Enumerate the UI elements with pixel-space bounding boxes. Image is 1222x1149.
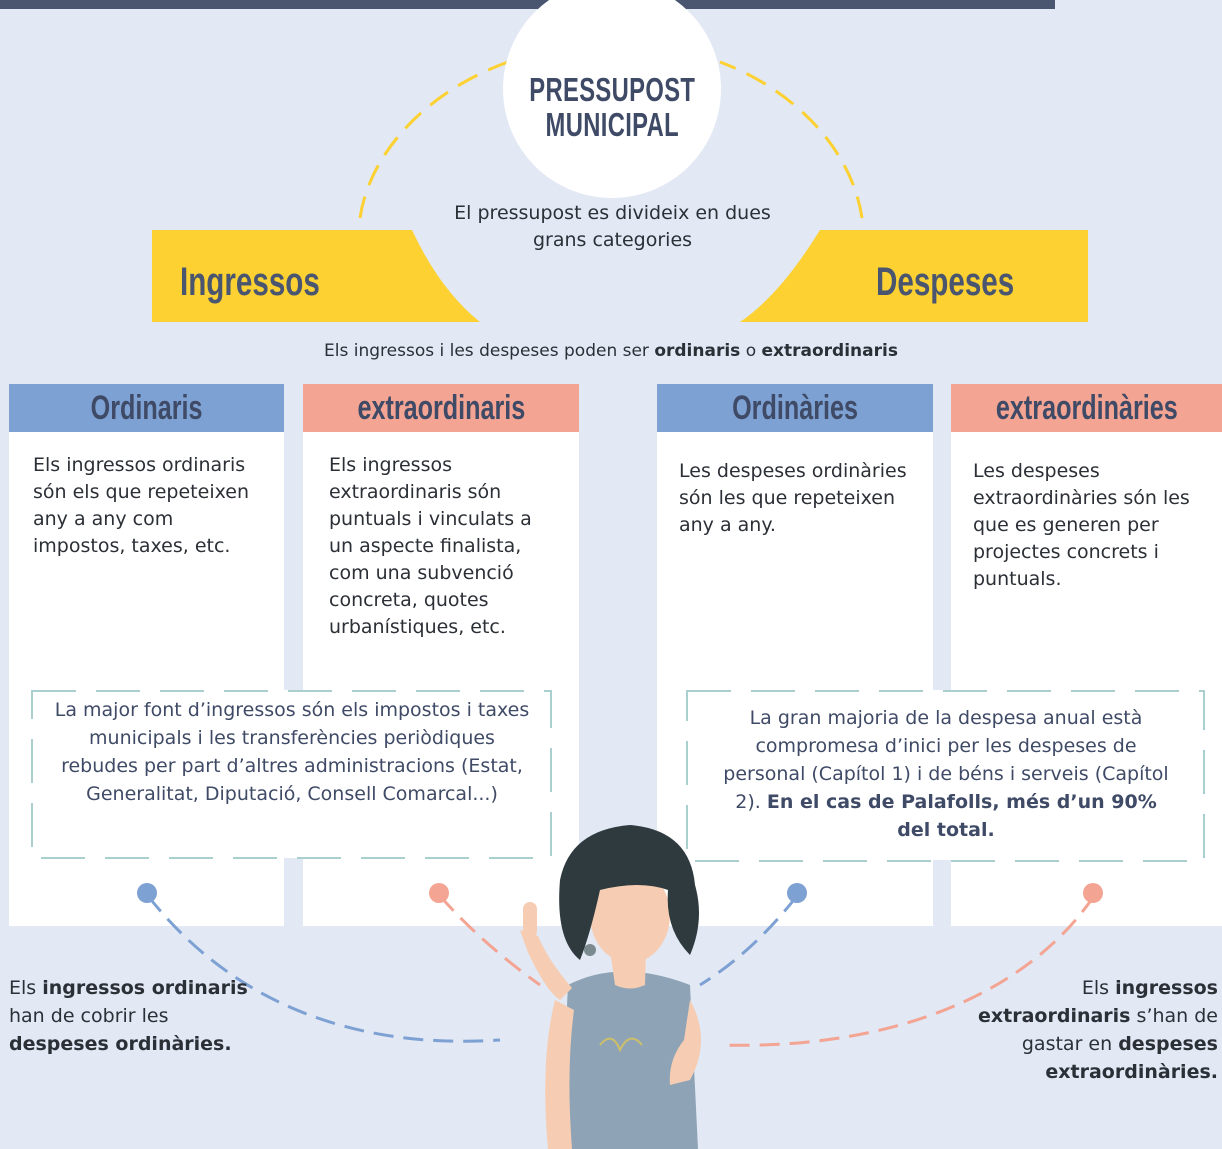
title-arc-left — [358, 60, 509, 219]
column-text: Els ingressos extraordinaris són puntual… — [329, 454, 532, 638]
center-note: El pressupost es divideix en dues grans … — [454, 202, 771, 251]
title-circle: PRESSUPOST MUNICIPAL — [503, 0, 721, 198]
bottom-right-note: Els ingressos extraordinaris s’han de ga… — [978, 977, 1218, 1083]
income-note-text: La major font d’ingressos són els impost… — [54, 699, 530, 805]
intro-line: Els ingressos i les despeses poden ser o… — [324, 341, 898, 361]
income-label: Ingressos — [180, 260, 320, 304]
column-text: Els ingressos ordinaris són els que repe… — [33, 454, 249, 557]
page-title: PRESSUPOST MUNICIPAL — [528, 71, 696, 143]
column-header: extraordinàries — [951, 384, 1222, 432]
expense-tab-shape — [740, 230, 1088, 322]
column-header: Ordinàries — [657, 384, 933, 432]
column-text: Les despeses extraordinàries són les que… — [973, 460, 1190, 590]
top-bar — [0, 0, 1055, 9]
income-tab-shape — [152, 230, 480, 322]
column-header: extraordinaris — [303, 384, 579, 432]
column-text: Les despeses ordinàries són les que repe… — [679, 460, 907, 536]
expense-note-text: La gran majoria de la despesa anual està… — [723, 707, 1169, 841]
expense-note: La gran majoria de la despesa anual està… — [686, 690, 1206, 860]
expense-label: Despeses — [876, 260, 1015, 304]
title-arc-right — [719, 60, 864, 219]
bottom-left-note: Els ingressos ordinaris han de cobrir le… — [9, 977, 248, 1055]
income-note: La major font d’ingressos són els impost… — [32, 690, 552, 858]
column-header: Ordinaris — [9, 384, 284, 432]
